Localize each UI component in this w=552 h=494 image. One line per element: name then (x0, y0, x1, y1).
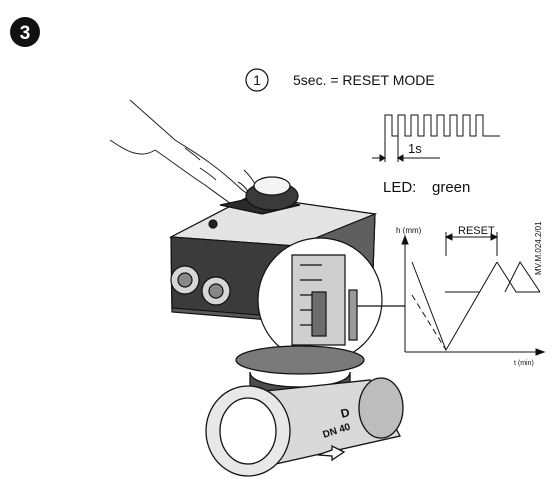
period-arrowhead-right (397, 154, 404, 162)
graph-dashed-descent (411, 294, 447, 351)
graph-y-label: h (mm) (396, 226, 422, 235)
reference-code: MV.M.024.2/01 (534, 221, 543, 275)
graph-y-arrowhead (401, 234, 409, 245)
instruction-text: 5sec. = RESET MODE (293, 72, 435, 88)
graph-region-label: RESET (458, 225, 495, 237)
led-indicator (208, 219, 218, 229)
stroke-indicator (311, 291, 327, 337)
indicator-rod (348, 289, 358, 341)
step-badge: 3 (10, 17, 40, 47)
valve-port-right (358, 377, 404, 439)
knuckle-line-1 (184, 147, 201, 161)
hand-illustration (109, 99, 257, 213)
graph-x-label: t (min) (514, 360, 534, 367)
magnified-detail (257, 237, 405, 363)
pulse-waveform (384, 114, 500, 137)
cable-gland-right-hole (208, 283, 224, 299)
finger-outline-top (129, 99, 257, 195)
flow-arrow-icon (317, 444, 346, 462)
knuckle-line-2 (199, 167, 217, 181)
period-arrowhead-left (379, 154, 386, 162)
reset-graph (401, 232, 546, 356)
led-color: green (432, 179, 470, 196)
valve-body (205, 345, 404, 477)
step-badge-circle (10, 17, 40, 47)
valve-bonnet (235, 345, 365, 375)
graph-reset-curve (411, 261, 498, 352)
reset-arrowhead-right (490, 233, 499, 241)
pulse-train (372, 114, 500, 162)
instruction-index-circle (245, 68, 269, 92)
period-label: 1s (408, 141, 422, 156)
manual-knob-cap (253, 176, 291, 196)
reset-arrowhead-left (444, 233, 453, 241)
thumb-line (109, 139, 156, 155)
cable-gland-left-hole (177, 272, 193, 288)
graph-rise (504, 261, 541, 293)
led-label: LED: (383, 179, 416, 196)
graph-x-arrowhead (535, 348, 546, 356)
valve-port-left-opening (219, 397, 277, 465)
scale-marks (300, 264, 322, 326)
instruction: 1 5sec. = RESET MODE (245, 68, 435, 92)
step-number: 3 (20, 23, 31, 44)
graph-return (496, 261, 540, 293)
valve-mark-d: D (339, 405, 351, 421)
instruction-index: 1 (253, 72, 261, 88)
